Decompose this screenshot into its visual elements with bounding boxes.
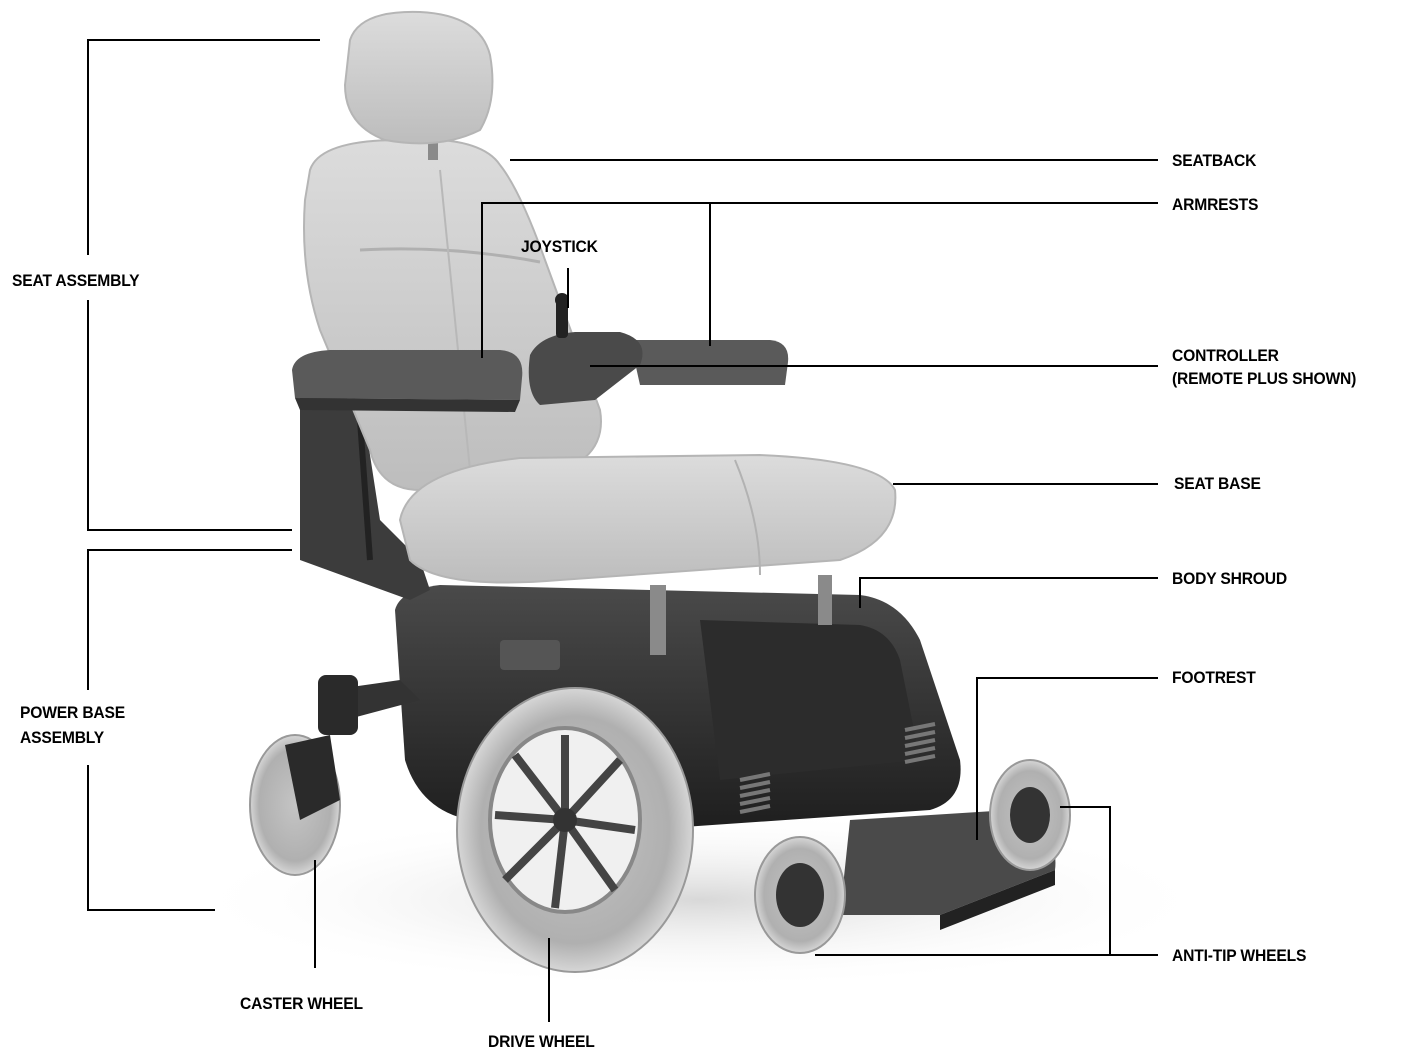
anti-tip-wheels-label: ANTI-TIP WHEELS [1172, 946, 1306, 966]
caster-wheel [250, 735, 340, 875]
caster-wheel-label: CASTER WHEEL [240, 994, 363, 1014]
seat-assembly-label: SEAT ASSEMBLY [12, 271, 139, 291]
power-base-label-line2: ASSEMBLY [20, 728, 104, 748]
seatback-label: SEATBACK [1172, 151, 1256, 171]
controller-label-line2: (REMOTE PLUS SHOWN) [1172, 369, 1356, 389]
controller-label-line1: CONTROLLER [1172, 346, 1279, 366]
seat-base-label: SEAT BASE [1174, 474, 1261, 494]
armrests-label: ARMRESTS [1172, 195, 1258, 215]
headrest [345, 12, 492, 160]
seat-base-cushion [400, 455, 895, 583]
joystick-label: JOYSTICK [521, 237, 598, 257]
body-shroud-label: BODY SHROUD [1172, 569, 1287, 589]
body-shroud-line [860, 578, 1158, 608]
power-base-label-line1: POWER BASE [20, 703, 125, 723]
drive-wheel-label: DRIVE WHEEL [488, 1032, 595, 1052]
footrest-label: FOOTREST [1172, 668, 1256, 688]
drive-wheel [457, 688, 693, 972]
